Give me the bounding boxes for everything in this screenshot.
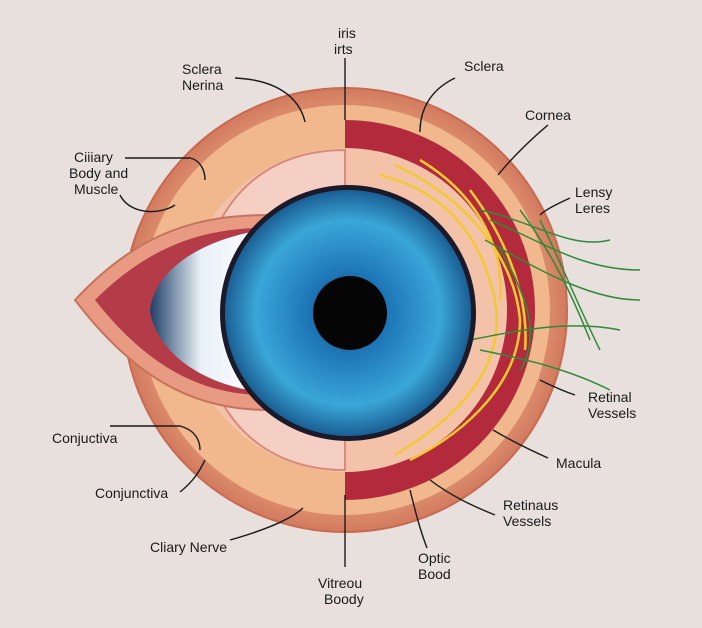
label-nerina: Nerina <box>182 77 223 93</box>
label-lensy: Lensy <box>575 184 612 200</box>
label-ciliary-1: Ciiiary <box>74 149 113 165</box>
label-ciliary-3: Muscle <box>74 181 119 197</box>
label-sclera-left: Sclera <box>182 61 222 77</box>
label-sclera-right: Sclera <box>464 58 504 74</box>
label-iris: iris <box>338 25 356 41</box>
label-retinal-2: Vessels <box>588 405 636 421</box>
label-optic-1: Optic <box>418 550 451 566</box>
label-vitreou-1: Vitreou <box>318 575 362 591</box>
label-retinaus-2: Vessels <box>503 513 551 529</box>
label-cornea: Cornea <box>525 107 571 123</box>
leader-lines <box>110 58 576 567</box>
retinal-vessels <box>469 209 641 391</box>
label-ciliary-2: Body and <box>69 165 128 181</box>
label-vitreou-2: Boody <box>324 591 364 607</box>
optic-nerve-fibers <box>379 158 527 462</box>
label-retinaus-1: Retinaus <box>503 497 558 513</box>
label-ciliary-nerve: Cliary Nerve <box>150 539 227 555</box>
label-leres: Leres <box>575 200 610 216</box>
label-macula: Macula <box>556 455 601 471</box>
label-retinal-1: Retinal <box>588 389 632 405</box>
label-conjunctiva: Conjunctiva <box>95 485 168 501</box>
label-irts: irts <box>334 41 353 57</box>
label-conjuctiva: Conjuctiva <box>52 430 118 446</box>
label-optic-2: Bood <box>418 566 451 582</box>
pupil <box>313 276 387 350</box>
